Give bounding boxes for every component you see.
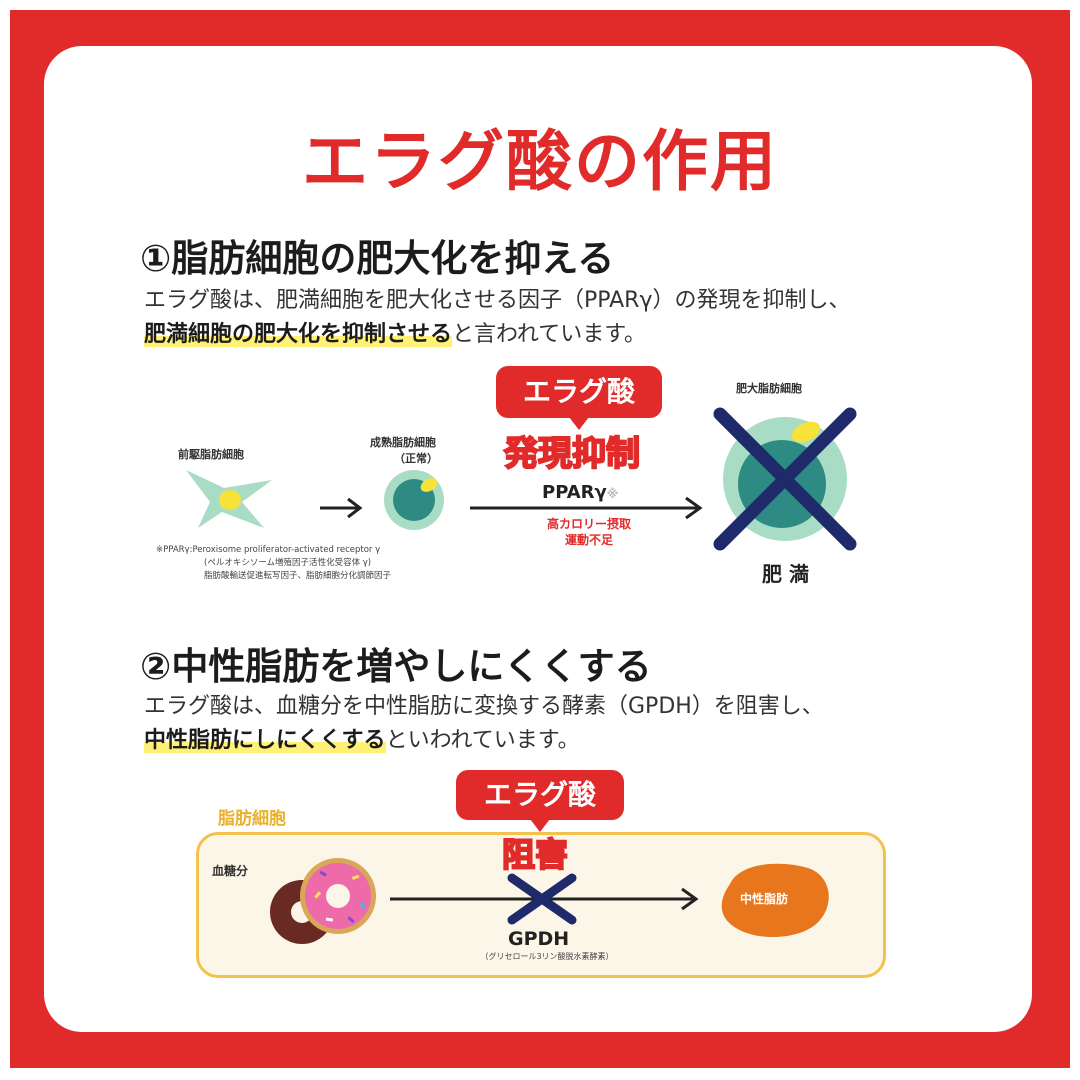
page-title: エラグ酸の作用: [302, 123, 778, 200]
gpdh-label: GPDH: [508, 928, 570, 950]
gpdh-full-name: （グリセロール3リン酸脱水素酵素）: [480, 952, 614, 961]
cell1-label: 前駆脂肪細胞: [178, 448, 244, 461]
cell2-sub: （正常）: [394, 452, 438, 465]
expression-inhibition-label: 発現抑制: [503, 433, 641, 475]
footnote-line2: (ペルオキシソーム増殖因子活性化受容体 γ): [204, 558, 372, 568]
footnote-line3: 脂肪酸輸送促進転写因子、脂肪細胞分化調節因子: [204, 571, 392, 581]
cell2-label: 成熟脂肪細胞: [370, 436, 436, 449]
donut-icon: [270, 858, 376, 944]
arrow-right-icon: [320, 497, 363, 519]
ellagic-acid-tag-2: エラグ酸: [456, 770, 624, 832]
ppar-gamma-label: PPARγ※: [542, 482, 618, 503]
section2-highlight: 中性脂肪にしにくくする: [144, 728, 386, 753]
blood-sugar-label: 血糖分: [212, 864, 249, 878]
long-arrow-icon: [470, 496, 703, 520]
cause-high-calorie: 高カロリー摂取: [546, 517, 631, 531]
section1-highlight: 肥満細胞の肥大化を抑制させる: [144, 322, 453, 347]
section1-line1: エラグ酸は、肥満細胞を肥大化させる因子（PPARγ）の発現を抑制し、: [144, 288, 851, 313]
section2-heading: ②中性脂肪を増やしにくくする: [140, 645, 652, 688]
cell3-label: 肥大脂肪細胞: [736, 382, 802, 395]
footnote-line1: ※PPARγ:Peroxisome proliferator-activated…: [156, 545, 381, 555]
cause-list: 高カロリー摂取 運動不足: [534, 516, 644, 548]
obesity-label: 肥 満: [762, 562, 809, 586]
ppar-footnote: ※PPARγ:Peroxisome proliferator-activated…: [156, 544, 391, 583]
ellagic-acid-tag-1: エラグ酸: [496, 366, 662, 430]
inhibition-label: 阻害: [501, 834, 569, 875]
section2-line1: エラグ酸は、血糖分を中性脂肪に変換する酵素（GPDH）を阻害し、: [144, 694, 824, 719]
ppar-gamma-text: PPARγ: [542, 482, 607, 503]
hypertrophic-fat-cell-crossed: [713, 407, 857, 551]
neutral-fat-label: 中性脂肪: [740, 892, 789, 906]
section2-line2-rest: といわれています。: [385, 728, 580, 753]
ppar-note-mark: ※: [606, 487, 619, 501]
cause-no-exercise: 運動不足: [564, 533, 613, 547]
neutral-fat-blob: [721, 863, 829, 938]
mature-fat-cell: [384, 470, 444, 530]
fat-cell-box-label: 脂肪細胞: [218, 809, 286, 829]
section2-line2: 中性脂肪にしにくくするといわれています。: [144, 722, 580, 754]
section1-heading: ①脂肪細胞の肥大化を抑える: [140, 237, 615, 280]
section1-line2: 肥満細胞の肥大化を抑制させると言われています。: [144, 316, 646, 348]
section1-line2-rest: と言われています。: [452, 322, 647, 347]
inhibition-x-icon: [507, 873, 577, 925]
preadipocyte-cell: [186, 470, 272, 528]
